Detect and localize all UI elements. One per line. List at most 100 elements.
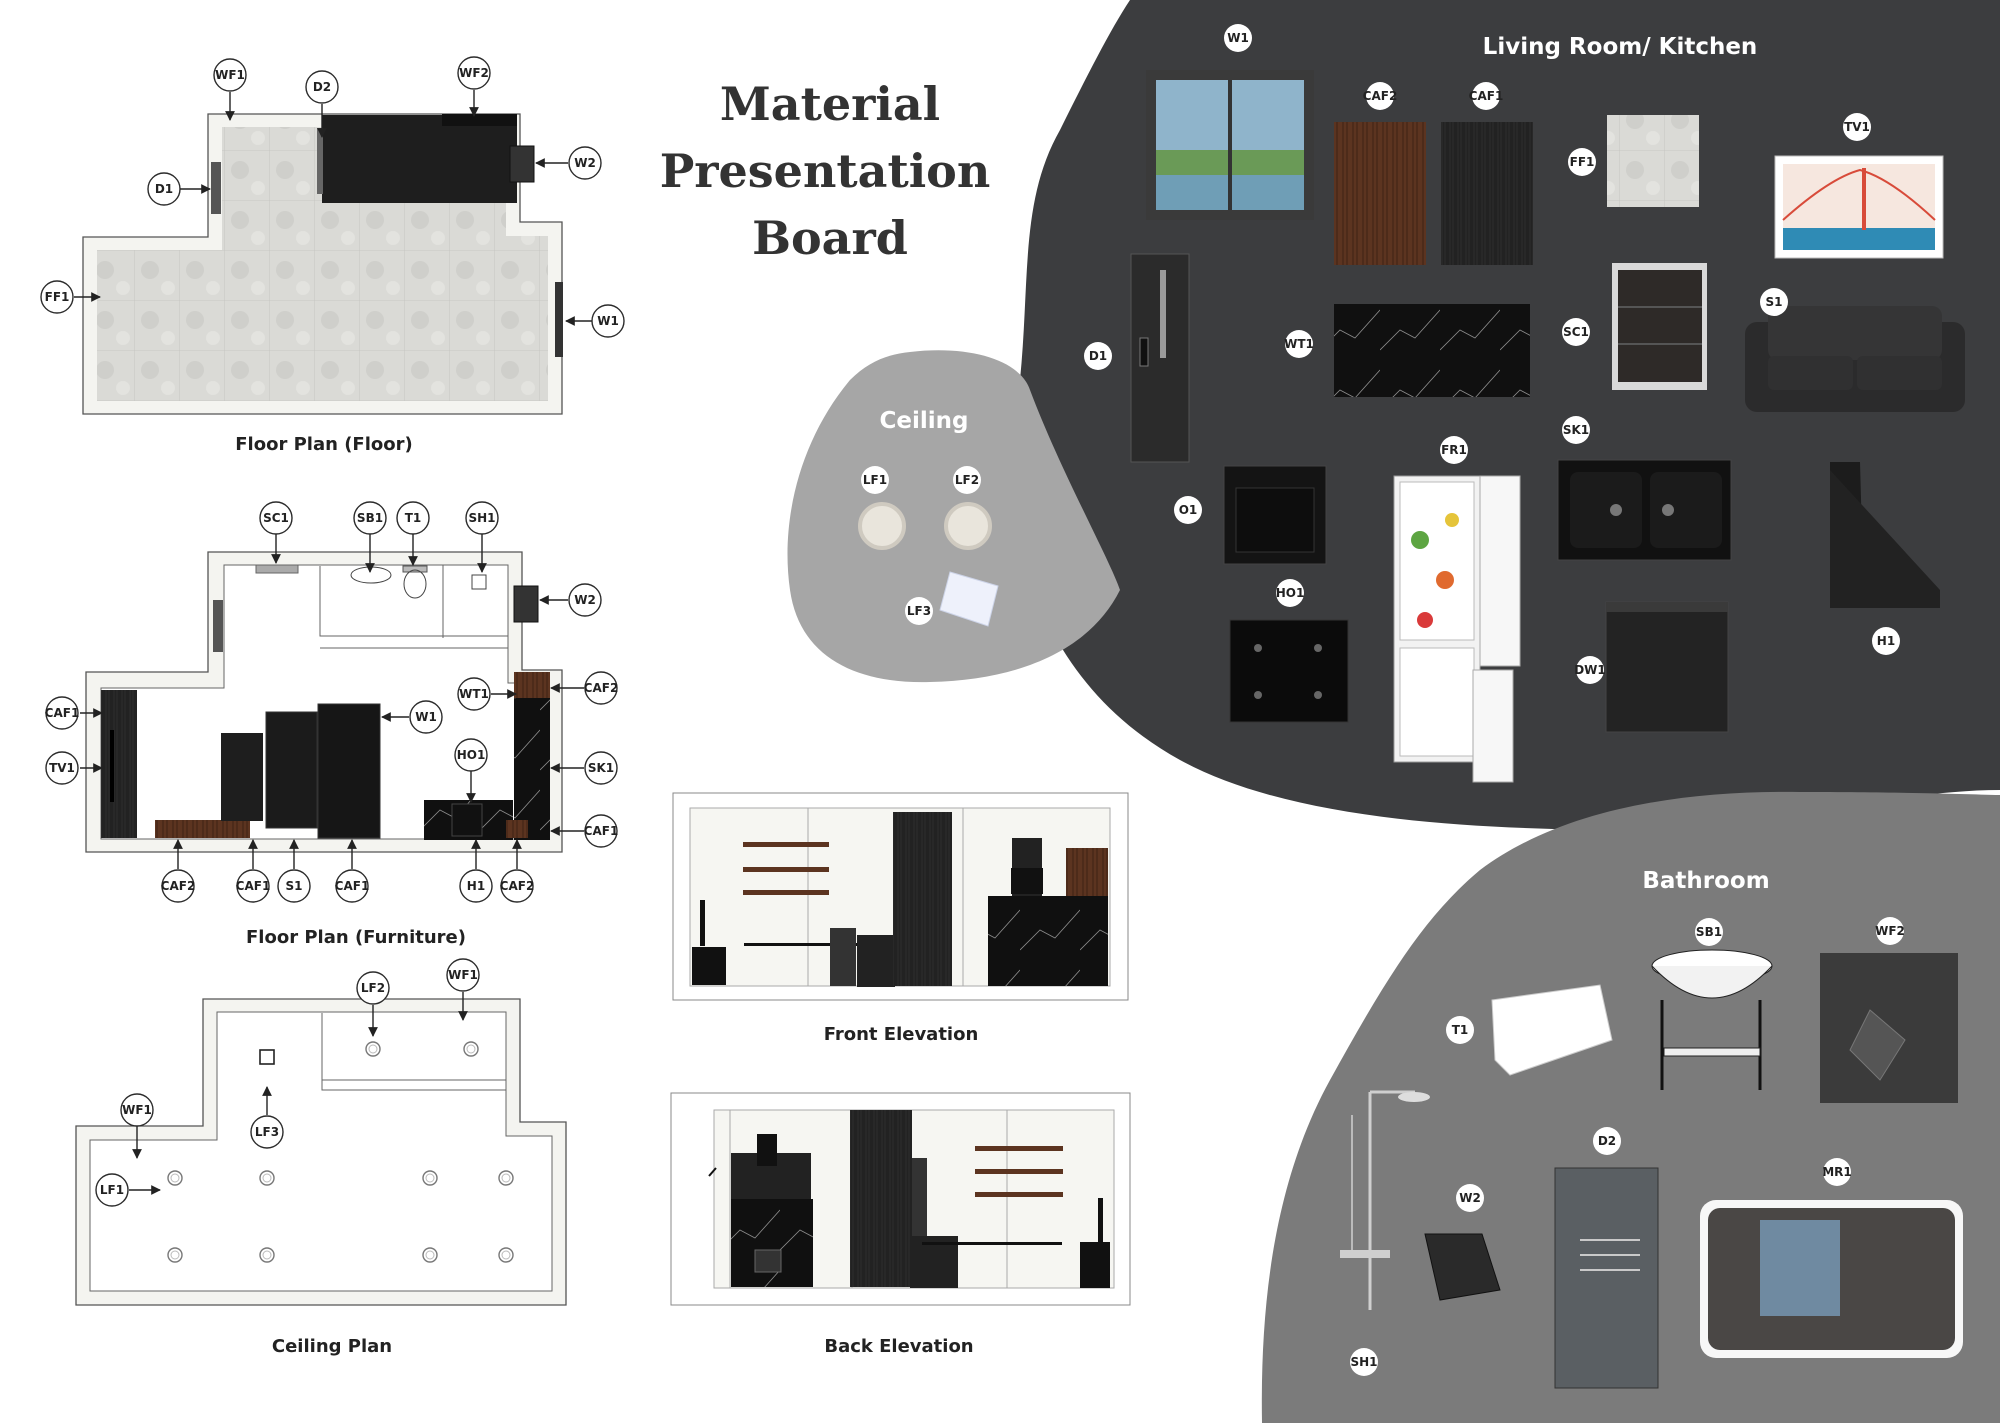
window-sample-w2 — [1424, 1233, 1501, 1301]
tag-h1-living: H1 — [1872, 627, 1900, 655]
floor-tile-sample-ff1 — [1607, 115, 1699, 207]
dining-unit — [221, 733, 263, 821]
svg-text:CAF1: CAF1 — [1469, 89, 1504, 103]
tag-sc1-living: SC1 — [1562, 318, 1590, 346]
floating-shelf — [155, 820, 250, 838]
downlight-sample-lf2 — [944, 502, 992, 550]
tag-lf3-ceiling: LF3 — [905, 597, 933, 625]
tag-sk1-living: SK1 — [1562, 416, 1590, 444]
fridge-unit — [317, 703, 381, 839]
svg-text:CAF2: CAF2 — [500, 879, 535, 893]
floor-plan-caption: Floor Plan (Floor) — [235, 434, 412, 455]
svg-text:W2: W2 — [574, 593, 596, 607]
tag-caf1-bottom-a: CAF1 — [236, 869, 270, 903]
door-d1 — [211, 162, 221, 214]
tag-w1-furniture: W1 — [409, 700, 443, 734]
svg-text:W2: W2 — [574, 156, 596, 170]
floor-plan-furniture: Floor Plan (Furniture) SC1 SB1 T1 SH1 W2… — [45, 501, 619, 948]
toilet-sample-t1 — [1491, 984, 1613, 1076]
shower-sample-sh1 — [1340, 1090, 1430, 1310]
svg-text:LF1: LF1 — [863, 473, 887, 487]
hob-sample-ho1 — [1229, 619, 1349, 723]
svg-text:T1: T1 — [405, 511, 422, 525]
tag-d2-bath: D2 — [1593, 1127, 1621, 1155]
tag-wf2-bath: WF2 — [1875, 917, 1905, 945]
tag-s1: S1 — [277, 869, 311, 903]
living-kitchen-materials: Living Room/ Kitchen — [1084, 24, 1965, 783]
door-sample-d2 — [1554, 1167, 1659, 1389]
svg-text:WF2: WF2 — [459, 66, 489, 80]
svg-text:WF1: WF1 — [448, 968, 478, 982]
tag-caf1-bottom-b: CAF1 — [335, 869, 370, 903]
svg-text:O1: O1 — [1179, 503, 1198, 517]
svg-text:H1: H1 — [467, 879, 485, 893]
tag-wf1: WF1 — [213, 58, 247, 92]
svg-text:CAF1: CAF1 — [335, 879, 370, 893]
front-elevation: Front Elevation — [672, 792, 1129, 1045]
downlight-sample-lf1 — [858, 502, 906, 550]
tv-unit — [101, 690, 137, 838]
svg-text:D2: D2 — [1598, 1134, 1616, 1148]
tag-t1: T1 — [396, 501, 430, 535]
svg-text:CAF2: CAF2 — [1363, 89, 1398, 103]
sofa-sample-s1 — [1745, 306, 1965, 412]
svg-text:SC1: SC1 — [263, 511, 289, 525]
svg-text:H1: H1 — [1877, 634, 1895, 648]
tag-lf1-plan: LF1 — [95, 1173, 129, 1207]
tag-w2-furniture: W2 — [568, 583, 602, 617]
door-d2 — [317, 128, 323, 194]
tag-s1-living: S1 — [1760, 288, 1788, 316]
ceiling-plan: Ceiling Plan LF2 WF1 WF1 LF3 LF1 — [75, 958, 567, 1357]
ceiling-light-sample-lf3 — [939, 571, 999, 627]
tag-o1-living: O1 — [1174, 496, 1202, 524]
hood-panel — [1830, 470, 1940, 608]
dishwasher-sample-dw1 — [1605, 601, 1729, 733]
tag-lf1-ceiling: LF1 — [861, 466, 889, 494]
svg-text:SK1: SK1 — [1563, 423, 1589, 437]
door-sample-d1 — [1130, 253, 1190, 463]
mirror-sample-mr1 — [1700, 1200, 1963, 1358]
svg-text:CAF2: CAF2 — [584, 681, 619, 695]
tag-t1-bath: T1 — [1446, 1016, 1474, 1044]
downlights — [167, 1041, 514, 1263]
tag-mr1-bath: MR1 — [1822, 1158, 1852, 1186]
svg-text:T1: T1 — [1452, 1023, 1469, 1037]
fridge-sample-fr1 — [1393, 475, 1521, 783]
svg-text:Presentation: Presentation — [660, 144, 991, 198]
tag-ho1: HO1 — [454, 738, 488, 772]
sink-sample-sk1 — [1557, 459, 1732, 561]
tag-sk1: SK1 — [584, 751, 618, 785]
svg-text:SH1: SH1 — [1350, 1355, 1377, 1369]
tag-dw1-living: DW1 — [1574, 656, 1606, 684]
svg-text:FF1: FF1 — [1570, 155, 1595, 169]
sofa — [265, 711, 318, 829]
tv-sample-tv1 — [1774, 155, 1944, 259]
tag-wf1-ceiling-top: WF1 — [446, 958, 480, 992]
svg-text:FF1: FF1 — [45, 290, 70, 304]
tag-w2: W2 — [568, 146, 602, 180]
window-sample-w1 — [1146, 70, 1314, 220]
tag-w1-living: W1 — [1224, 24, 1252, 52]
sliding-cabinet-sample-sc1 — [1612, 263, 1707, 390]
window-w1 — [555, 282, 563, 357]
living-zone-title: Living Room/ Kitchen — [1483, 34, 1758, 60]
svg-text:D1: D1 — [155, 182, 173, 196]
tag-sh1-bath: SH1 — [1350, 1348, 1378, 1376]
front-elevation-caption: Front Elevation — [824, 1024, 979, 1045]
svg-text:W1: W1 — [597, 314, 619, 328]
svg-text:WF2: WF2 — [1875, 924, 1905, 938]
tag-w2-bath: W2 — [1456, 1184, 1484, 1212]
tag-d1-living: D1 — [1084, 342, 1112, 370]
svg-text:CAF2: CAF2 — [161, 879, 196, 893]
svg-text:SB1: SB1 — [357, 511, 383, 525]
svg-text:LF1: LF1 — [100, 1183, 124, 1197]
svg-text:MR1: MR1 — [1822, 1165, 1852, 1179]
svg-text:D1: D1 — [1089, 349, 1107, 363]
tag-sh1: SH1 — [465, 501, 499, 535]
tag-wt1: WT1 — [457, 677, 491, 711]
svg-text:Material: Material — [720, 77, 940, 131]
ceiling-zone-title: Ceiling — [880, 408, 969, 434]
wood-sample-caf1 — [1441, 122, 1533, 265]
bathroom-zone-title: Bathroom — [1642, 868, 1769, 894]
